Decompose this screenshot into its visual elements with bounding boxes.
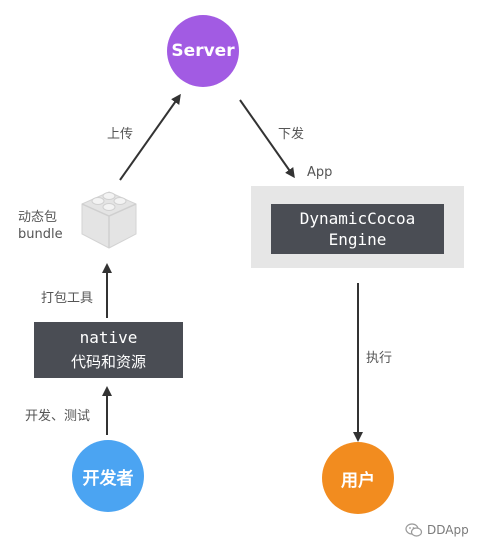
wechat-icon xyxy=(405,523,423,537)
native-source-line2: 代码和资源 xyxy=(70,353,146,371)
download-label: 下发 xyxy=(278,127,305,142)
engine-line1: DynamicCocoa xyxy=(299,209,416,228)
developer-node: 开发者 xyxy=(72,440,144,512)
server-label: Server xyxy=(171,41,235,61)
developer-label: 开发者 xyxy=(82,468,134,489)
app-label: App xyxy=(307,165,333,180)
engine-line2: Engine xyxy=(328,230,387,249)
watermark-text: DDApp xyxy=(427,523,469,537)
engine-box: DynamicCocoa Engine xyxy=(271,204,444,254)
bundle-icon xyxy=(78,186,140,252)
native-source-box: native 代码和资源 xyxy=(34,322,183,378)
native-source-line1: native xyxy=(79,328,138,347)
arrow-bundle-to-server xyxy=(119,93,181,181)
package-tool-label: 打包工具 xyxy=(41,291,94,306)
develop-test-label: 开发、测试 xyxy=(25,409,91,424)
bundle-label-line2: bundle xyxy=(18,227,63,242)
upload-label: 上传 xyxy=(107,127,134,142)
server-node: Server xyxy=(167,15,239,87)
bundle-label-line1: 动态包 xyxy=(18,210,58,225)
execute-label: 执行 xyxy=(366,351,393,366)
arrow-server-to-app xyxy=(239,99,295,179)
user-label: 用户 xyxy=(341,470,375,491)
user-node: 用户 xyxy=(322,442,394,514)
watermark: DDApp xyxy=(405,522,469,538)
